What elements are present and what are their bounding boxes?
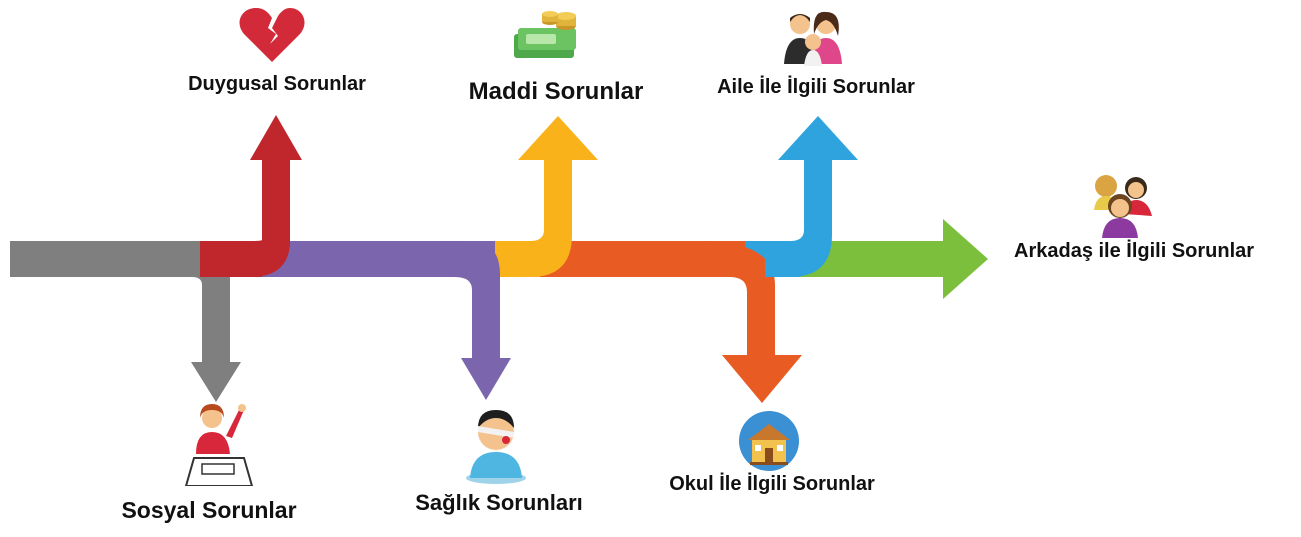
label-school-problems: Okul İle İlgili Sorunlar (669, 473, 875, 495)
orange-down-arrow (700, 241, 802, 403)
label-financial-problems: Maddi Sorunlar (468, 78, 644, 105)
student-raising-hand-icon (184, 404, 254, 486)
label-social-problems: Sosyal Sorunlar (121, 497, 297, 523)
red-up-arrow (200, 115, 302, 277)
blue-up-arrow (765, 116, 858, 277)
injured-person-icon (466, 410, 526, 484)
label-health-problems: Sağlık Sorunları (415, 490, 583, 515)
label-friend-problems: Arkadaş ile İlgili Sorunlar (1014, 240, 1255, 262)
purple-down-arrow (440, 241, 511, 400)
broken-heart-icon (239, 8, 305, 62)
label-family-problems: Aile İle İlgili Sorunlar (717, 76, 915, 98)
yellow-up-arrow (500, 116, 598, 277)
school-building-icon (739, 411, 799, 471)
friends-group-icon (1094, 175, 1152, 238)
money-stack-icon (514, 11, 576, 58)
label-emotional-problems: Duygusal Sorunlar (188, 73, 366, 95)
gray-trunk-segment (10, 241, 210, 277)
family-icon (784, 11, 842, 66)
